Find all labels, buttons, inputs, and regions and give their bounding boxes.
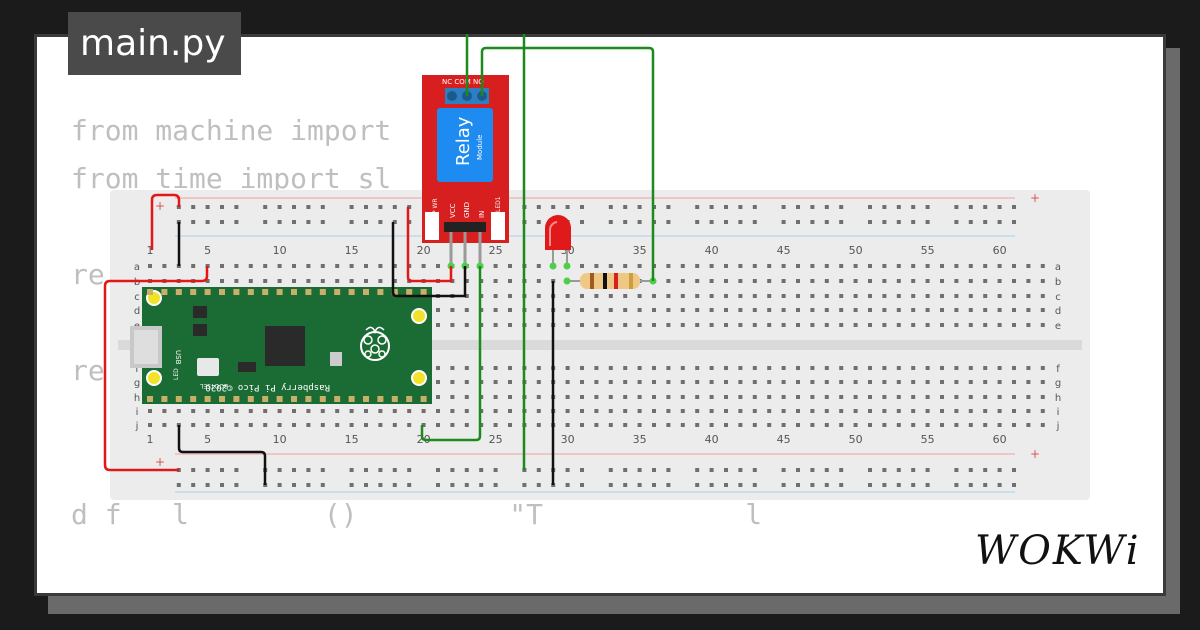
column-number: 35	[633, 433, 647, 446]
wire-red[interactable]	[150, 193, 181, 250]
usb-label: USB	[174, 350, 182, 365]
code-editor: from machine import from time import sl re…	[71, 107, 762, 539]
column-number: 10	[273, 244, 287, 257]
rail-plus-label: +	[155, 455, 165, 469]
file-tab[interactable]: main.py	[68, 12, 241, 75]
wokwi-logo: WOKWi	[975, 528, 1141, 574]
row-letter: c	[134, 292, 140, 303]
relay-module[interactable]: NC COM NO Relay Module P WR LED1 VCC GND…	[422, 75, 509, 270]
row-letter: g	[1055, 378, 1061, 389]
led-label: LED	[173, 368, 180, 380]
row-letter: f	[135, 364, 139, 375]
row-letter: d	[134, 306, 140, 317]
code-line: re	[71, 354, 105, 387]
bootsel-label: BOOTSEL	[199, 382, 228, 389]
row-letter: f	[1056, 364, 1060, 375]
raspberry-pi-pico[interactable]: Raspberry Pi Pico ©2020 USB BOOTSEL LED	[130, 287, 432, 404]
column-number: 50	[849, 433, 863, 446]
relay-title: Relay	[453, 116, 474, 166]
row-letter: d	[1055, 306, 1061, 317]
column-number: 40	[705, 433, 719, 446]
pico-pins	[147, 289, 427, 402]
wire-red[interactable]	[103, 266, 209, 472]
wire-black[interactable]	[391, 222, 467, 298]
code-line: d f l () "T l	[71, 498, 763, 531]
relay-pin-in-label: IN	[478, 211, 486, 218]
row-letter: h	[134, 393, 140, 404]
row-letter: h	[1055, 393, 1061, 404]
column-number: 45	[777, 244, 791, 257]
code-line: from machine import	[71, 114, 392, 147]
column-number: 1	[147, 433, 154, 446]
column-number: 1	[147, 244, 154, 257]
column-number: 60	[993, 433, 1007, 446]
row-letter: b	[134, 277, 140, 288]
relay-pwr-label: P WR	[432, 198, 439, 214]
row-letter: j	[1056, 421, 1060, 432]
red-led[interactable]	[545, 215, 571, 270]
wire-green[interactable]	[420, 266, 482, 442]
row-letter: a	[134, 262, 140, 273]
wire-black[interactable]	[177, 425, 267, 485]
column-number: 15	[345, 244, 359, 257]
resistor[interactable]	[563, 273, 657, 289]
row-letter: c	[1055, 292, 1061, 303]
code-line: from time import sl	[71, 162, 392, 195]
row-letter: b	[1055, 277, 1061, 288]
column-number: 25	[489, 433, 503, 446]
column-number: 35	[633, 244, 647, 257]
row-letter: a	[1055, 262, 1061, 273]
wires[interactable]	[103, 34, 655, 485]
column-number: 20	[417, 244, 431, 257]
code-line: re	[71, 258, 105, 291]
column-number: 45	[777, 433, 791, 446]
rp2040-chip	[265, 326, 305, 366]
row-letter: i	[1057, 407, 1060, 418]
bootsel-button[interactable]	[197, 358, 219, 376]
row-letter: e	[1055, 321, 1061, 332]
raspberry-logo-icon	[360, 326, 390, 361]
relay-block	[437, 108, 493, 182]
rail-plus-label: +	[1030, 191, 1040, 205]
column-number: 10	[273, 433, 287, 446]
relay-top-pins-label: NC COM NO	[442, 78, 484, 86]
relay-pin-vcc-label: VCC	[449, 203, 457, 218]
relay-subtitle: Module	[476, 135, 484, 160]
wire-red[interactable]	[406, 207, 453, 283]
column-number: 55	[921, 433, 935, 446]
column-number: 25	[489, 244, 503, 257]
column-number: 40	[705, 244, 719, 257]
column-number: 55	[921, 244, 935, 257]
column-number: 15	[345, 433, 359, 446]
row-letter: g	[134, 378, 140, 389]
relay-pin-gnd-label: GND	[463, 202, 471, 218]
relay-led-label: LED1	[495, 196, 502, 212]
column-number: 5	[204, 244, 211, 257]
column-number: 60	[993, 244, 1007, 257]
rail-plus-label: +	[1030, 447, 1040, 461]
column-number: 5	[204, 433, 211, 446]
row-letter: j	[135, 421, 139, 432]
wire-green[interactable]	[480, 46, 655, 281]
pico-name-label: Raspberry Pi Pico ©2020	[205, 382, 330, 392]
rail-plus-label: +	[155, 199, 165, 213]
column-number: 50	[849, 244, 863, 257]
row-letter: i	[136, 407, 139, 418]
column-number: 30	[561, 433, 575, 446]
